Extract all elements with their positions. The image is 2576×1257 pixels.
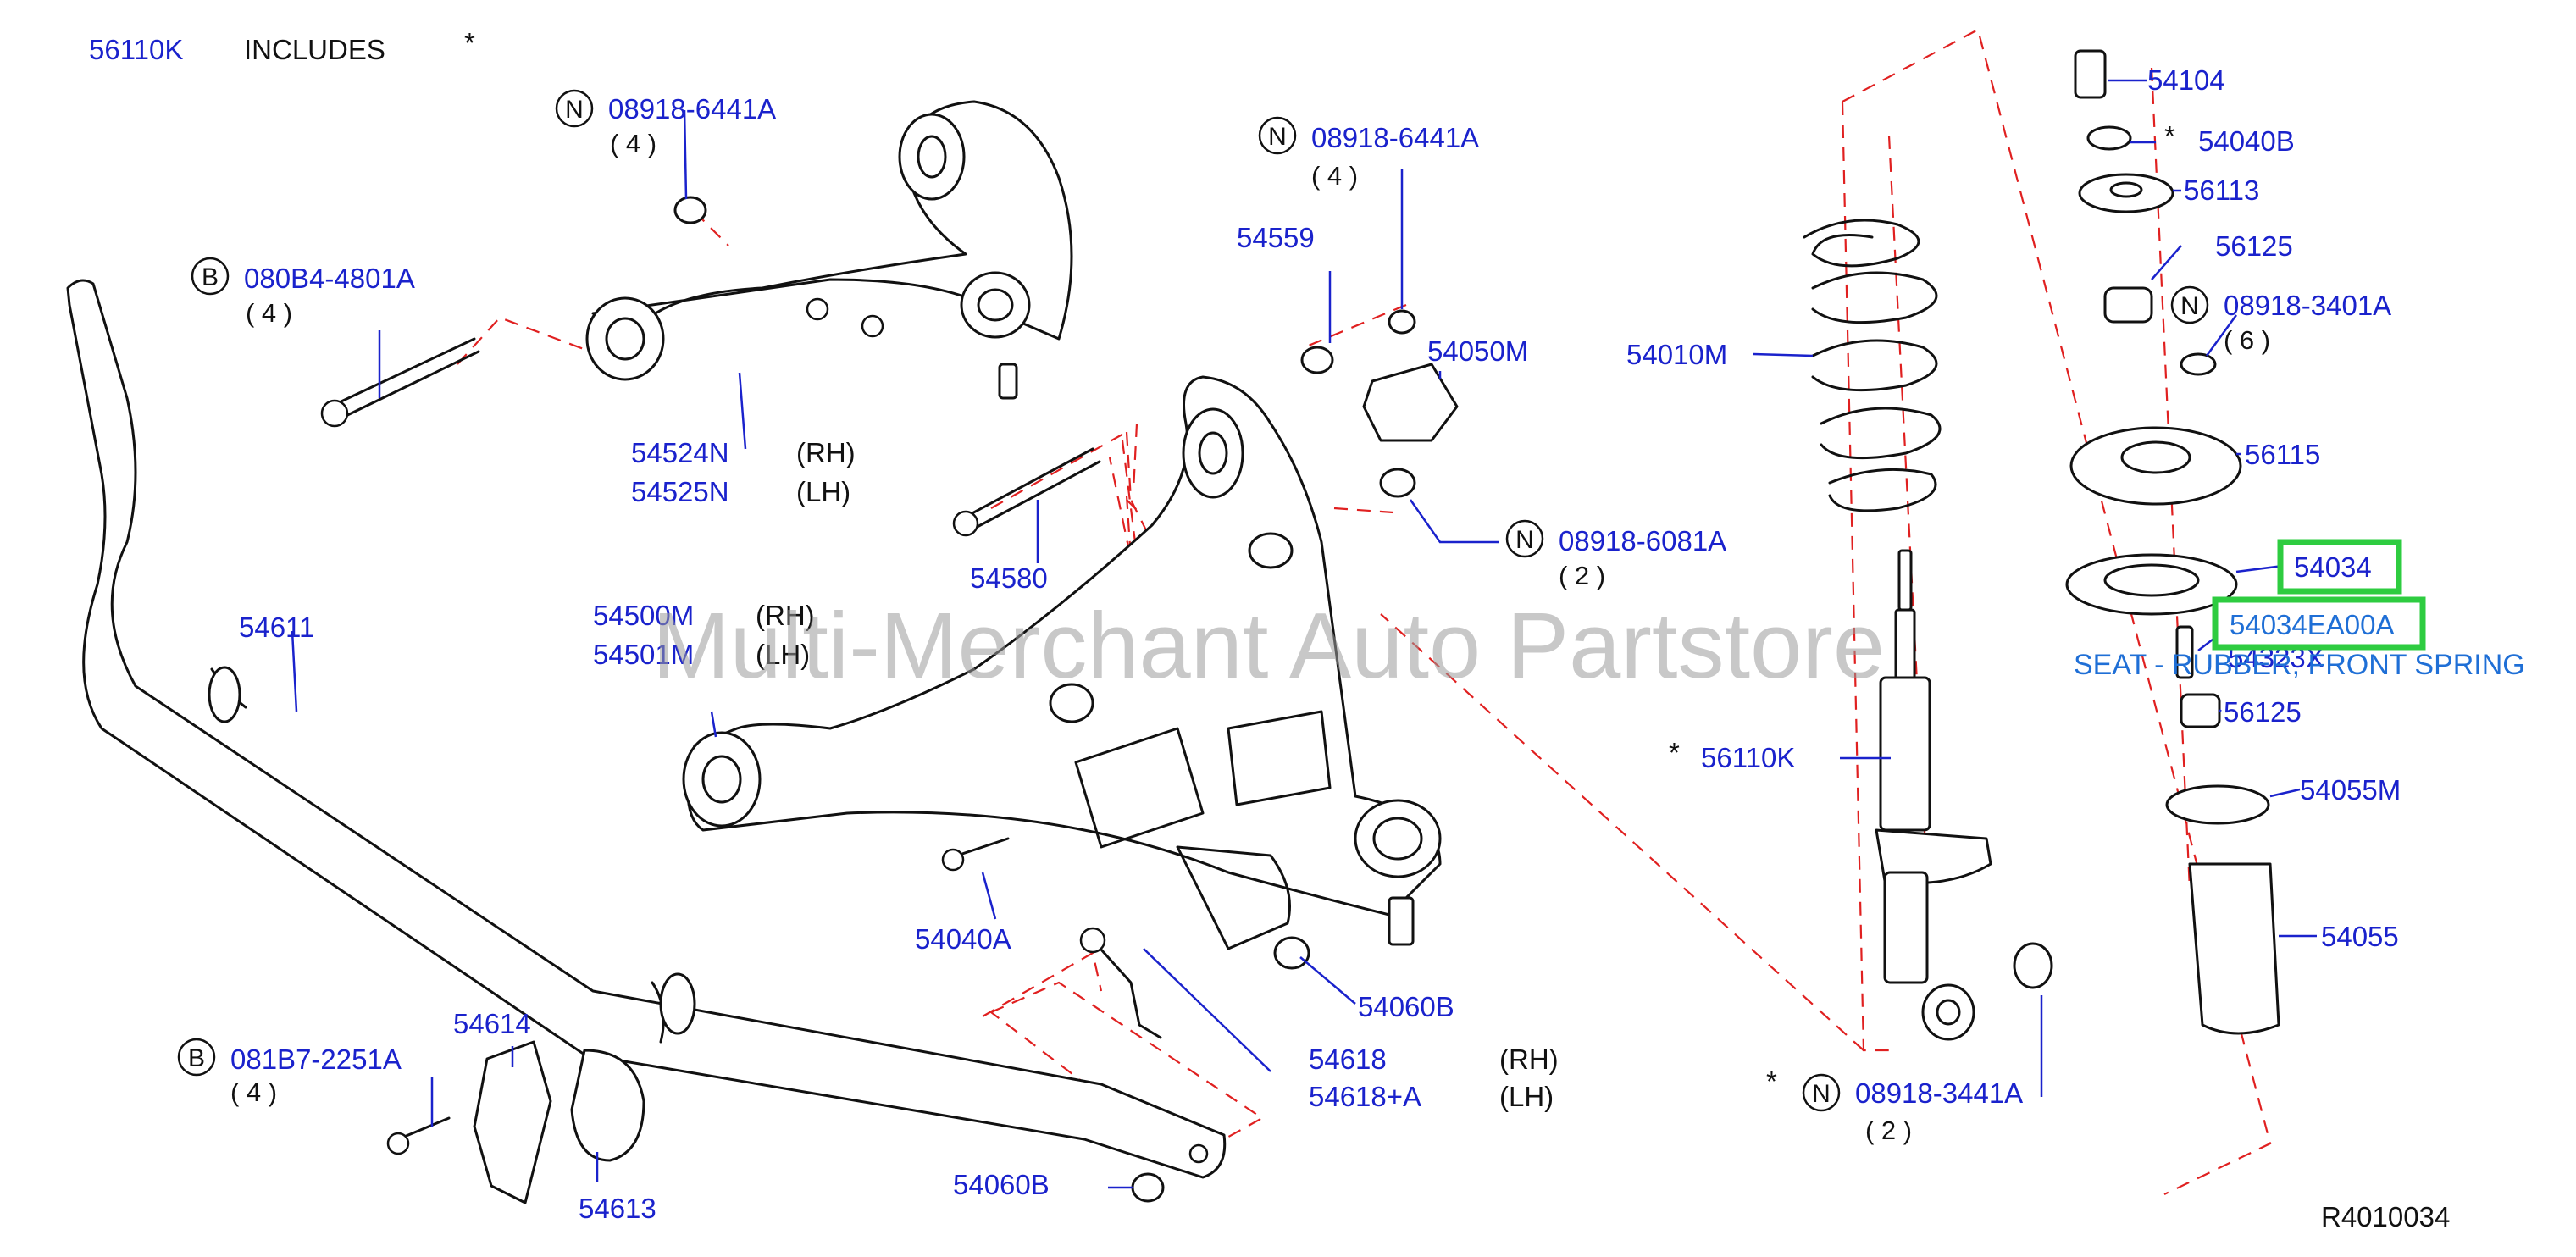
callout-n-08918-6081A[interactable]: N 08918-6081A ( 2 )	[1505, 519, 1726, 590]
part-number-label[interactable]: 08918-3401A	[2224, 290, 2391, 321]
callout-n-08918-6441A-upper[interactable]: N 08918-6441A ( 4 )	[555, 89, 776, 158]
highlight-box	[2212, 596, 2426, 651]
part-label-56115[interactable]: 56115	[2245, 439, 2320, 470]
stabilizer-bar-illustration	[66, 279, 1227, 1179]
prefix-circle	[1258, 116, 1297, 155]
part-label-56113[interactable]: 56113	[2184, 174, 2259, 206]
quantity-label: ( 4 )	[246, 298, 292, 328]
callout-b-080B4-4801A[interactable]: B 080B4-4801A ( 4 )	[191, 257, 415, 328]
prefix-letter: B	[202, 263, 219, 291]
part-number-label[interactable]: 081B7-2251A	[230, 1044, 402, 1075]
quantity-label: ( 4 )	[230, 1077, 277, 1107]
hardware-illustration	[320, 196, 1459, 1204]
prefix-circle	[191, 257, 230, 296]
part-label-54055[interactable]: 54055	[2321, 921, 2399, 952]
prefix-circle	[177, 1038, 216, 1077]
part-label-54040B[interactable]: 54040B	[2198, 125, 2295, 157]
prefix-letter: N	[1515, 526, 1534, 554]
highlighted-part-54034[interactable]: 54034	[2277, 539, 2402, 595]
part-number-label[interactable]: 08918-3441A	[1855, 1077, 2023, 1109]
side-label-rh: (RH)	[796, 437, 856, 468]
highlight-fill	[2215, 600, 2423, 647]
part-label-54580[interactable]: 54580	[970, 562, 1048, 594]
callout-b-081B7-2251A[interactable]: B 081B7-2251A ( 4 )	[177, 1038, 402, 1107]
coil-spring-illustration	[1803, 219, 1942, 512]
callout-n-08918-3441A[interactable]: * N 08918-3441A ( 2 )	[1766, 1066, 2023, 1145]
assembly-header: 56110K INCLUDES *	[89, 27, 475, 65]
shock-absorber-illustration	[1875, 549, 2053, 1041]
side-label-rh: (RH)	[1499, 1044, 1559, 1075]
header-includes-star: *	[464, 27, 475, 58]
part-label-54010M[interactable]: 54010M	[1626, 339, 1727, 370]
mount-stack-illustration	[2065, 49, 2280, 1035]
figure-code: R4010034	[2321, 1201, 2450, 1232]
part-description-tooltip: SEAT - RUBBER, FRONT SPRING	[2074, 649, 2525, 681]
prefix-circle	[1505, 519, 1544, 558]
lower-control-arm-illustration	[682, 375, 1442, 950]
part-label-54618[interactable]: 54618	[1309, 1044, 1387, 1075]
part-label-54525N[interactable]: 54525N	[631, 476, 729, 507]
prefix-circle	[2170, 285, 2209, 324]
store-watermark: Multi-Merchant Auto Partstore	[652, 594, 1885, 698]
star-marker: *	[1669, 737, 1680, 768]
leader-lines	[291, 79, 2317, 1189]
side-label-lh: (LH)	[796, 476, 850, 507]
part-label-54559[interactable]: 54559	[1237, 222, 1315, 253]
prefix-letter: N	[1268, 123, 1287, 151]
highlight-box	[2277, 539, 2402, 595]
part-label-56110K[interactable]: 56110K	[1701, 742, 1795, 773]
upper-control-arm-illustration	[585, 100, 1073, 400]
quantity-label: ( 6 )	[2224, 325, 2270, 355]
highlighted-part-54034EA00A[interactable]: 54034EA00A	[2212, 596, 2426, 651]
side-label-rh: (RH)	[756, 600, 815, 631]
part-label-54501M[interactable]: 54501M	[593, 639, 694, 670]
prefix-letter: N	[2180, 292, 2199, 320]
callout-n-08918-6441A-right[interactable]: N 08918-6441A ( 4 )	[1258, 116, 1479, 191]
quantity-label: ( 4 )	[1311, 161, 1358, 191]
prefix-letter: N	[565, 96, 584, 124]
part-label-54614[interactable]: 54614	[453, 1008, 531, 1039]
prefix-letter: N	[1812, 1080, 1831, 1108]
quantity-label: ( 2 )	[1865, 1116, 1912, 1145]
callout-n-08918-3401A[interactable]: N 08918-3401A ( 6 )	[2170, 285, 2391, 355]
part-label-54613[interactable]: 54613	[579, 1193, 656, 1224]
prefix-letter: B	[188, 1044, 205, 1072]
part-label-54055M[interactable]: 54055M	[2300, 774, 2401, 806]
part-label-56125-top[interactable]: 56125	[2215, 230, 2293, 262]
part-number-label[interactable]: 080B4-4801A	[244, 263, 415, 294]
star-marker: *	[2164, 120, 2175, 152]
part-label-54524N[interactable]: 54524N	[631, 437, 729, 468]
part-number-label[interactable]: 08918-6441A	[1311, 122, 1479, 153]
part-label-54034EA00A[interactable]: 54034EA00A	[2230, 609, 2395, 640]
part-label-56125-bottom[interactable]: 56125	[2224, 696, 2302, 728]
part-number-label[interactable]: 08918-6441A	[608, 93, 776, 125]
side-label-lh: (LH)	[1499, 1081, 1554, 1112]
part-label-54618A[interactable]: 54618+A	[1309, 1081, 1421, 1112]
part-label-54034[interactable]: 54034	[2294, 551, 2372, 583]
part-label-54060B-mid[interactable]: 54060B	[1358, 991, 1454, 1022]
side-label-lh: (LH)	[756, 639, 810, 670]
quantity-label: ( 2 )	[1559, 561, 1605, 590]
header-includes-text: INCLUDES	[244, 34, 385, 65]
part-label-54040A[interactable]: 54040A	[915, 923, 1011, 955]
part-label-54060B-low[interactable]: 54060B	[953, 1169, 1050, 1200]
part-number-label[interactable]: 08918-6081A	[1559, 525, 1726, 557]
quantity-label: ( 4 )	[610, 129, 656, 158]
prefix-circle	[1802, 1073, 1841, 1112]
part-labels: 54104 * 54040B 56113 56125 56115 54323X …	[239, 64, 2401, 1224]
header-assembly-code[interactable]: 56110K	[89, 34, 183, 65]
part-label-54500M[interactable]: 54500M	[593, 600, 694, 631]
star-marker: *	[1766, 1066, 1777, 1097]
part-label-54611[interactable]: 54611	[239, 612, 314, 643]
part-label-54104[interactable]: 54104	[2147, 64, 2225, 96]
part-label-54050M[interactable]: 54050M	[1427, 335, 1528, 367]
prefix-circle	[555, 89, 594, 128]
